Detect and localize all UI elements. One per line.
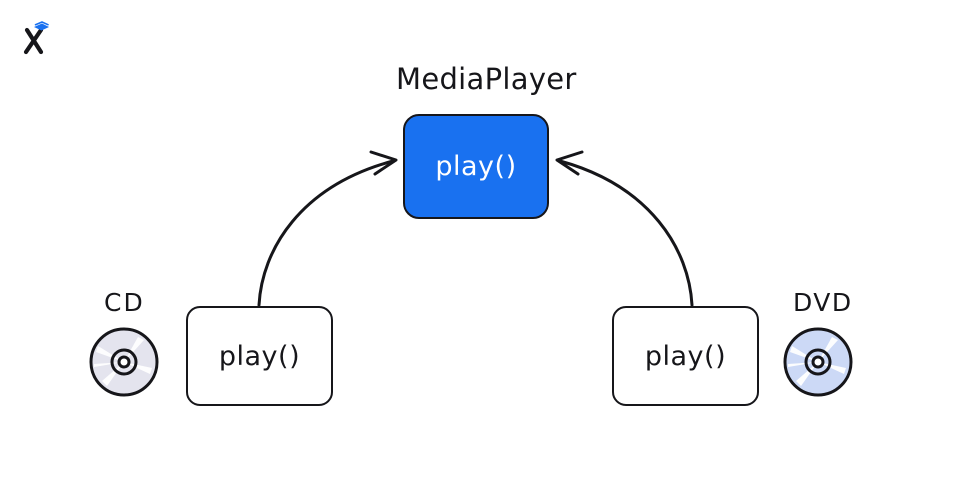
cd-label: CD [104,288,145,317]
cd-disc-icon [88,326,160,398]
arrow-dvd-to-mediaplayer [555,150,694,307]
arrow-cd-to-mediaplayer [257,150,398,307]
node-mediaplayer-label: play() [435,151,517,182]
node-mediaplayer[interactable]: play() [403,114,549,219]
node-cd-play[interactable]: play() [186,306,333,406]
dvd-disc-icon [782,326,854,398]
excalidraw-x-logo-icon[interactable] [18,16,62,60]
dvd-label: DVD [793,288,853,317]
node-cd-play-label: play() [218,340,301,372]
node-dvd-play[interactable]: play() [612,306,759,406]
mediaplayer-title: MediaPlayer [396,62,577,96]
node-dvd-play-label: play() [644,340,727,372]
